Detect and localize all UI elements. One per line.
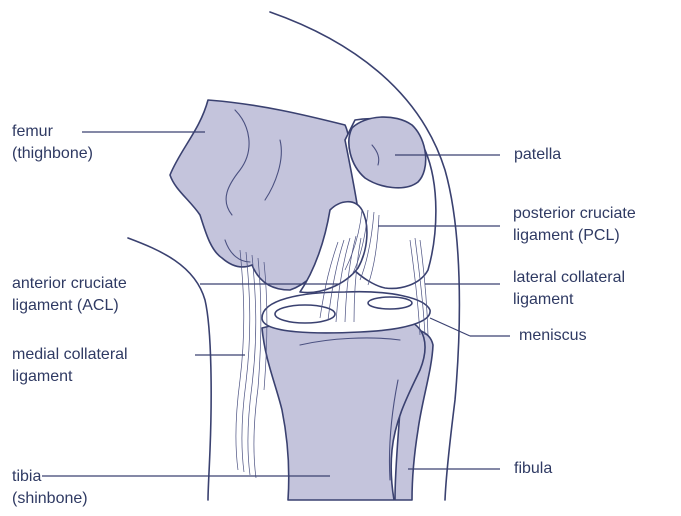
label-fibula: fibula [514,458,552,480]
label-pcl-line2: ligament (PCL) [513,225,636,247]
label-fibula-line1: fibula [514,458,552,480]
label-lcl: lateral collateral ligament [513,267,625,311]
label-mcl-line1: medial collateral [12,344,128,366]
label-patella: patella [514,144,561,166]
label-pcl-line1: posterior cruciate [513,203,636,225]
label-meniscus-line1: meniscus [519,325,587,347]
label-acl: anterior cruciate ligament (ACL) [12,273,127,317]
skin-outline-front [128,238,211,500]
label-lcl-line1: lateral collateral [513,267,625,289]
label-tibia: tibia (shinbone) [12,466,88,510]
label-tibia-line1: tibia [12,466,88,488]
label-mcl: medial collateral ligament [12,344,128,388]
label-lcl-line2: ligament [513,289,625,311]
label-femur-line2: (thighbone) [12,143,93,165]
leader-meniscus [430,318,470,336]
meniscus-lateral [368,297,412,309]
label-femur-line1: femur [12,121,93,143]
label-mcl-line2: ligament [12,366,128,388]
label-pcl: posterior cruciate ligament (PCL) [513,203,636,247]
label-tibia-line2: (shinbone) [12,488,88,510]
label-acl-line1: anterior cruciate [12,273,127,295]
label-acl-line2: ligament (ACL) [12,295,127,317]
meniscus-medial [275,305,335,323]
label-femur: femur (thighbone) [12,121,93,165]
label-meniscus: meniscus [519,325,587,347]
label-patella-line1: patella [514,144,561,166]
